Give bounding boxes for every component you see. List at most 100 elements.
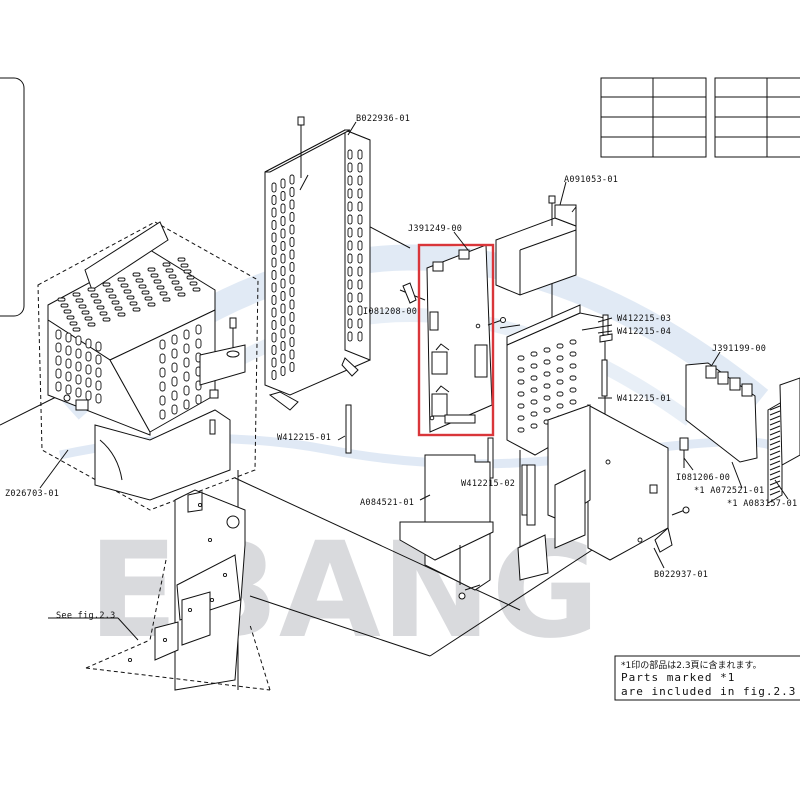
perforated-side-cover [264, 116, 371, 411]
connector-row [705, 365, 753, 397]
vent-slot [111, 300, 120, 305]
vent-slot [66, 315, 75, 320]
vent-slot [171, 404, 178, 415]
vent-slot [347, 214, 353, 225]
vent-slot [195, 394, 202, 405]
vent-slot [171, 280, 180, 285]
vent-slot [289, 362, 295, 372]
vent-slot [159, 395, 166, 406]
vent-slot [271, 320, 277, 330]
vent-slot [171, 376, 178, 387]
vent-slot [75, 348, 82, 359]
screw-icon [226, 317, 240, 358]
vent-slot [530, 387, 538, 393]
vent-slot [87, 287, 96, 292]
relay-icon [431, 343, 450, 375]
vent-slot [65, 371, 72, 382]
vent-slot [530, 363, 538, 369]
vent-slot [543, 359, 551, 365]
vent-slot [174, 286, 183, 291]
vent-slot [84, 316, 93, 321]
vent-slot [347, 266, 353, 277]
vent-slot [569, 363, 577, 369]
vent-slot [183, 357, 190, 368]
terminal-strip-icon [767, 401, 783, 504]
vent-slot [357, 175, 363, 186]
vent-slot [347, 188, 353, 199]
vent-slot [159, 367, 166, 378]
vent-slot [132, 272, 141, 277]
base-bracket [399, 454, 549, 600]
vent-slot [517, 415, 525, 421]
vent-slot [556, 379, 564, 385]
vent-slot [289, 262, 295, 272]
label-j391249-00: J391249-00 [408, 224, 462, 234]
vent-slot [180, 263, 189, 268]
vent-slot [135, 278, 144, 283]
vent-slot [280, 278, 286, 289]
standoff-icon [679, 437, 689, 468]
vent-slot [556, 367, 564, 373]
vent-slot [347, 240, 353, 251]
label-z026703-01: Z026703-01 [5, 489, 59, 499]
vent-slot [177, 257, 186, 262]
vent-slot [357, 240, 363, 251]
note-line-1: Parts marked *1 [621, 671, 735, 684]
fastener-dot [222, 572, 228, 578]
fastener-dot [209, 597, 215, 603]
vent-slot [108, 294, 117, 299]
vent-slot [280, 291, 286, 301]
vent-slot [162, 262, 171, 267]
vent-slot [95, 354, 102, 365]
vent-slot [347, 292, 353, 303]
vent-slot [569, 351, 577, 357]
fastener-dot [197, 502, 203, 508]
vent-slot [75, 387, 82, 398]
vent-slot [517, 367, 525, 373]
note-japanese: *1印の部品は2.3頁に含まれます。 [621, 659, 762, 671]
vent-slot [65, 332, 72, 343]
vent-slot [65, 384, 72, 395]
vent-slot [530, 375, 538, 381]
vent-slot [289, 174, 295, 185]
vent-slot [556, 391, 564, 397]
vent-slot [153, 279, 162, 284]
vent-slot [55, 329, 62, 340]
vent-slot [55, 381, 62, 392]
parts-note: *1印の部品は2.3頁に含まれます。 Parts marked *1 are i… [614, 655, 800, 701]
vent-slot [289, 349, 295, 360]
label-a072521-01: *1 A072521-01 [694, 486, 764, 496]
vent-slot [289, 274, 295, 285]
screw-icon [671, 506, 690, 516]
vent-slot [271, 207, 277, 218]
vent-slot [159, 409, 166, 420]
vent-slot [271, 195, 277, 205]
vent-slot [117, 277, 126, 282]
vent-slot [280, 253, 286, 264]
vent-slot [543, 347, 551, 353]
vent-slot [55, 342, 62, 353]
vent-slot [280, 353, 286, 364]
vent-slot [271, 232, 277, 243]
vent-slot [569, 399, 577, 405]
vent-slot [55, 368, 62, 379]
vent-slot [347, 162, 353, 173]
side-panel-frame [0, 77, 25, 317]
vent-slot [280, 228, 286, 239]
vent-slot [183, 385, 190, 396]
vent-slot [55, 355, 62, 366]
vent-slot [530, 351, 538, 357]
vent-slot [99, 311, 108, 316]
vent-slot [183, 371, 190, 382]
vent-slot [289, 249, 295, 260]
vent-slot [347, 149, 353, 160]
vent-slot [81, 310, 90, 315]
vent-slot [357, 266, 363, 277]
vent-slot [171, 362, 178, 373]
vent-slot [280, 341, 286, 351]
vent-slot [183, 329, 190, 340]
vent-slot [60, 303, 69, 308]
vent-slot [57, 297, 66, 302]
vent-slot [183, 399, 190, 410]
vent-slot [271, 345, 277, 355]
